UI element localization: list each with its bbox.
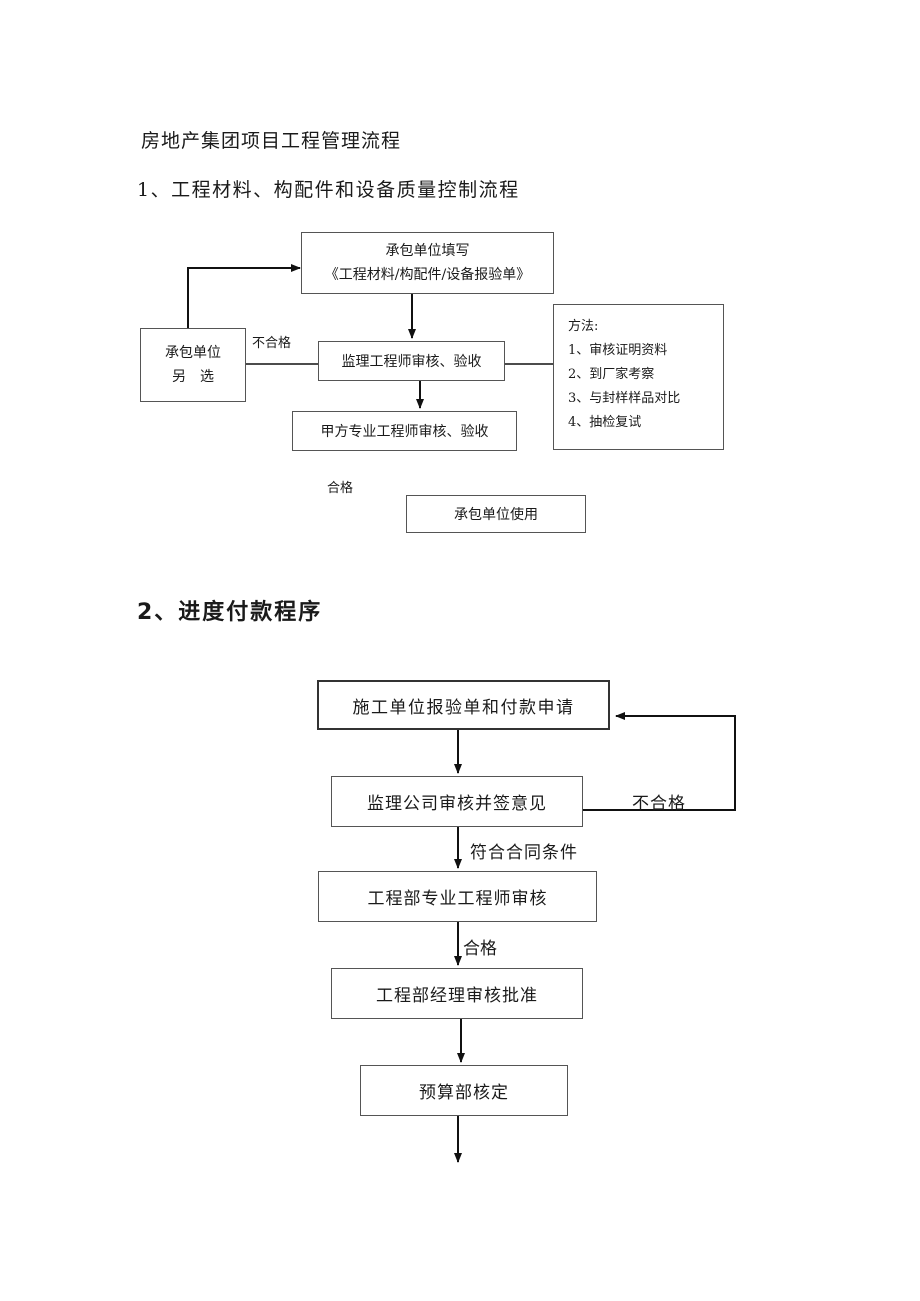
step-submit-payment-request: 施工单位报验单和付款申请: [317, 680, 610, 730]
arrow-alt-to-fill: [187, 264, 301, 328]
step-engineering-engineer-review: 工程部专业工程师审核: [318, 871, 597, 922]
section1-heading: 1、工程材料、构配件和设备质量控制流程: [137, 179, 520, 201]
box-owner-engineer-review: 甲方专业工程师审核、验收: [292, 411, 517, 451]
box-contractor-fill-line2: 《工程材料/构配件/设备报验单》: [324, 267, 531, 283]
methods-item: 4、抽检复试: [568, 415, 642, 430]
label-meets-contract: 符合合同条件: [470, 843, 578, 863]
label-fail-section1: 不合格: [252, 336, 292, 351]
step-budget-verification: 预算部核定: [360, 1065, 568, 1116]
box-methods: 方法: 1、审核证明资料 2、到厂家考察 3、与封样样品对比 4、抽检复试: [553, 304, 724, 450]
section2-heading: 2、进度付款程序: [137, 600, 323, 625]
box-supervisor-review: 监理工程师审核、验收: [318, 341, 505, 381]
step-supervision-review: 监理公司审核并签意见: [331, 776, 583, 827]
label-pass-section2: 合格: [463, 939, 497, 959]
document-title: 房地产集团项目工程管理流程: [141, 130, 402, 152]
methods-item: 3、与封样样品对比: [568, 391, 681, 406]
step-engineering-manager-approval: 工程部经理审核批准: [331, 968, 583, 1019]
label-pass-section1: 合格: [327, 481, 354, 496]
box-contractor-alternative: 承包单位 另 选: [140, 328, 246, 402]
loop-fail-to-step1: [583, 712, 736, 811]
label-fail-section2: 不合格: [632, 794, 686, 814]
box-alt-line1: 承包单位: [165, 345, 221, 361]
box-contractor-fill-form: 承包单位填写 《工程材料/构配件/设备报验单》: [301, 232, 554, 294]
methods-item: 2、到厂家考察: [568, 367, 655, 382]
box-alt-line2: 另 选: [172, 369, 214, 385]
box-contractor-fill-line1: 承包单位填写: [385, 243, 470, 259]
methods-item: 1、审核证明资料: [568, 343, 668, 358]
methods-title: 方法:: [568, 319, 599, 334]
box-contractor-use: 承包单位使用: [406, 495, 586, 533]
